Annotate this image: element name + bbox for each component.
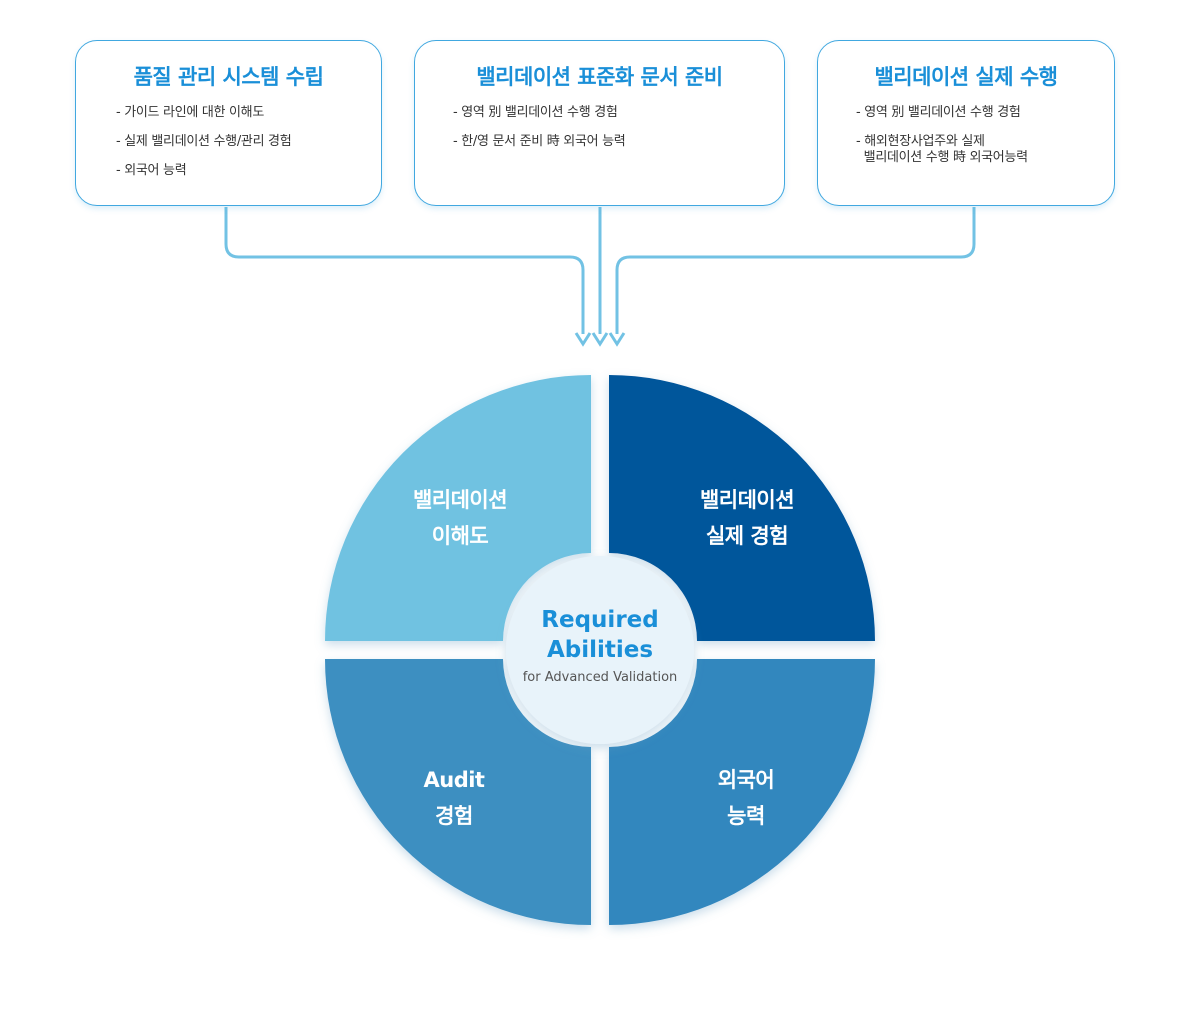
center-title-line1: Required [541,607,659,633]
quadrant-label-bottom-left: Audit 경험 [423,768,485,828]
quadrant-label-bottom-right: 외국어 능력 [717,768,775,828]
card-item: - 영역 別 밸리데이션 수행 경험 [453,105,618,120]
connector-right [615,207,976,334]
card-validation-execution: 밸리데이션 실제 수행 - 영역 別 밸리데이션 수행 경험 - 해외현장사업주… [817,40,1115,206]
card-item-list: - 가이드 라인에 대한 이해도 - 실제 밸리데이션 수행/관리 경험 - 외… [116,105,292,192]
card-item-list: - 영역 別 밸리데이션 수행 경험 - 해외현장사업주와 실제 밸리데이션 수… [856,105,1028,166]
card-title: 품질 관리 시스템 수립 [133,65,324,89]
center-circle [506,556,694,744]
card-item: - 가이드 라인에 대한 이해도 [116,105,264,120]
center-subtitle: for Advanced Validation [522,670,678,685]
arrowhead-middle-icon [591,332,609,347]
quadrant-bottom-right [609,659,875,925]
quadrant-label-top-left: 밸리데이션 이해도 [412,488,508,548]
card-item: - 외국어 능력 [116,163,187,178]
center-title-line2: Abilities [546,637,654,663]
arrowhead-right-icon [608,332,626,347]
card-item: - 해외현장사업주와 실제 밸리데이션 수행 時 외국어능력 [856,134,1028,165]
card-validation-docs: 밸리데이션 표준화 문서 준비 - 영역 別 밸리데이션 수행 경험 - 한/영… [414,40,785,206]
ability-ring [325,375,875,925]
card-item: - 한/영 문서 준비 時 외국어 능력 [453,134,626,149]
quadrant-bottom-left [325,659,591,925]
card-item-list: - 영역 別 밸리데이션 수행 경험 - 한/영 문서 준비 時 외국어 능력 [453,105,626,163]
connector-left [224,207,585,334]
card-title: 밸리데이션 실제 수행 [874,65,1058,89]
arrowhead-left-icon [574,332,592,347]
quadrant-top-right [609,375,875,641]
card-title: 밸리데이션 표준화 문서 준비 [476,65,723,89]
quadrant-top-left [325,375,591,641]
connector-lines [224,207,976,334]
card-quality-system: 품질 관리 시스템 수립 - 가이드 라인에 대한 이해도 - 실제 밸리데이션… [75,40,382,206]
card-item: - 영역 別 밸리데이션 수행 경험 [856,105,1021,120]
quadrant-label-top-right: 밸리데이션 실제 경험 [699,488,795,548]
arrowheads [574,332,626,347]
card-item: - 실제 밸리데이션 수행/관리 경험 [116,134,292,149]
